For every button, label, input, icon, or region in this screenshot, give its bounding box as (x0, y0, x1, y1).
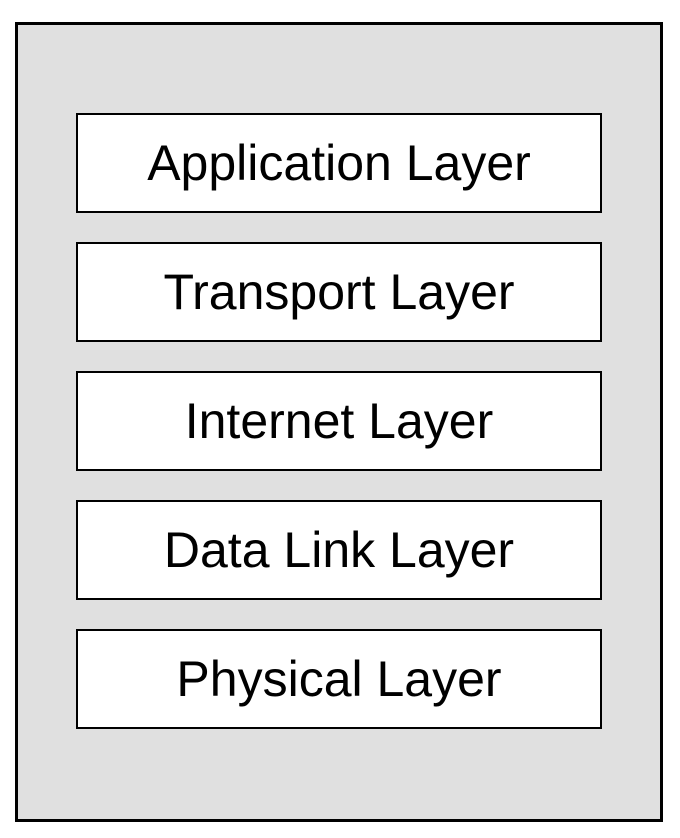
layer-box-internet: Internet Layer (76, 371, 602, 471)
layer-box-application: Application Layer (76, 113, 602, 213)
layer-label-application: Application Layer (147, 135, 531, 191)
layer-label-physical: Physical Layer (176, 651, 502, 707)
protocol-stack-container: Application Layer Transport Layer Intern… (15, 22, 663, 822)
layer-box-transport: Transport Layer (76, 242, 602, 342)
layer-label-internet: Internet Layer (184, 393, 494, 449)
layer-box-physical: Physical Layer (76, 629, 602, 729)
layer-label-transport: Transport Layer (163, 264, 515, 320)
layer-box-data-link: Data Link Layer (76, 500, 602, 600)
layer-label-data-link: Data Link Layer (163, 522, 515, 578)
